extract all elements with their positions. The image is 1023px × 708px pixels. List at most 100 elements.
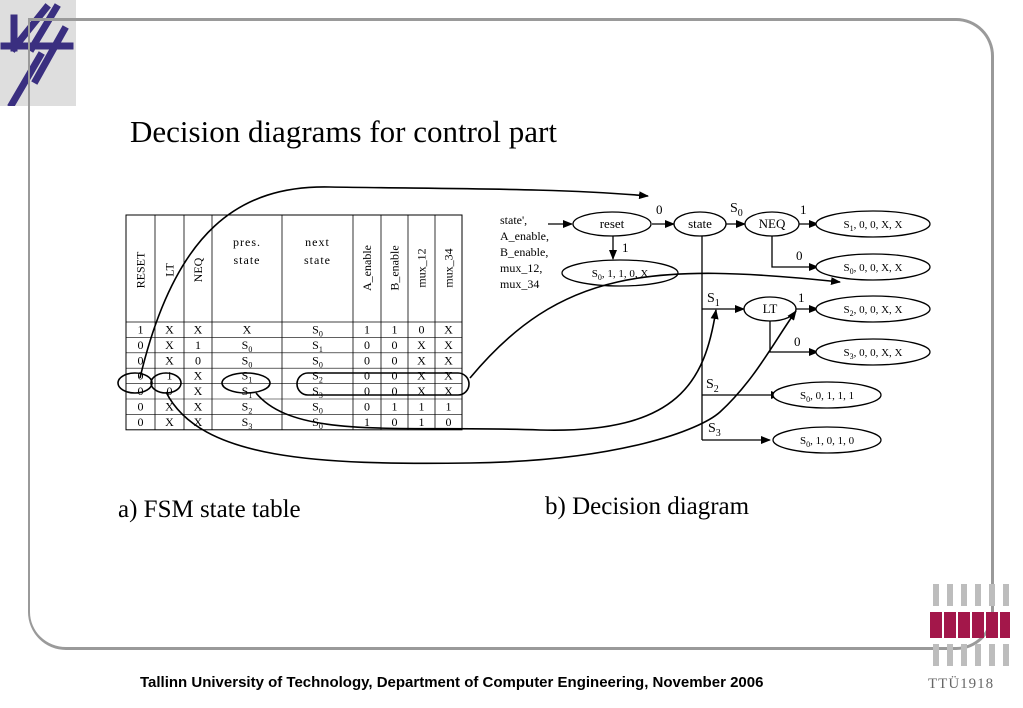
table-cell: X [165, 415, 174, 429]
legend-line: A_enable, [500, 229, 549, 243]
edge-label: 1 [800, 202, 807, 217]
edge-label: 0 [794, 334, 801, 349]
table-cell: 0 [419, 323, 425, 337]
terminal-label: S0, 0, 1, 1, 1 [800, 390, 854, 404]
node-reset [572, 211, 652, 237]
table-header: RESET [134, 251, 148, 288]
terminal-node-t-lt1 [815, 295, 931, 323]
logo-bar [975, 584, 981, 606]
table-header: mux_34 [442, 248, 456, 287]
table-header: LT [163, 263, 177, 277]
highlight-reset-cell [117, 372, 153, 394]
logo-bar [944, 612, 956, 638]
table-cell: X [194, 369, 203, 383]
table-cell: S0 [312, 323, 323, 339]
caption-decision-diagram: b) Decision diagram [545, 493, 750, 520]
node-lt [743, 296, 797, 322]
curve-state-to-s1 [255, 309, 719, 431]
table-cell: 0 [138, 384, 144, 398]
table-header: state [234, 253, 261, 267]
table-header: next [305, 235, 330, 249]
table-cell: X [194, 415, 203, 429]
table-cell: 1 [167, 369, 173, 383]
table-cell: 0 [392, 415, 398, 429]
table-cell: 1 [419, 415, 425, 429]
edge-label-state: S2 [706, 377, 719, 395]
table-cell: 0 [138, 338, 144, 352]
table-cell: X [165, 338, 174, 352]
table-cell: 0 [392, 369, 398, 383]
ttu-logo-text: TTÜ1918 [928, 676, 995, 692]
terminal-nodes: S0, 1, 1, 0, XS1, 0, 0, X, XS0, 0, 0, X,… [561, 210, 931, 454]
caption-state-table: a) FSM state table [118, 496, 301, 523]
table-cell: S2 [242, 400, 253, 416]
logo-bar [933, 584, 939, 606]
legend-line: B_enable, [500, 245, 548, 259]
table-cell: 0 [364, 369, 370, 383]
table-cell: S3 [312, 384, 323, 400]
terminal-label: S0, 1, 0, 1, 0 [800, 435, 855, 449]
node-lt-label: LT [763, 301, 778, 316]
table-cell: 1 [392, 400, 398, 414]
table-cell: X [444, 384, 453, 398]
highlight-pres-state-cell [221, 372, 271, 394]
legend-line: state', [500, 213, 527, 227]
table-cell: X [417, 369, 426, 383]
table-cell: 0 [364, 338, 370, 352]
edge-lt-0 [769, 321, 819, 356]
logo-bar [961, 584, 967, 606]
table-cell: S0 [312, 400, 323, 416]
table-cell: 1 [138, 323, 144, 337]
terminal-label: S0, 1, 1, 0, X [592, 268, 649, 282]
highlight-output-row [296, 372, 470, 396]
logo-bar [933, 644, 939, 666]
table-cell: 1 [446, 400, 452, 414]
table-cell: 1 [195, 338, 201, 352]
table-cell: X [444, 323, 453, 337]
logo-bar [975, 644, 981, 666]
table-cell: 0 [167, 384, 173, 398]
logo-bar [1000, 612, 1010, 638]
table-cell: 1 [392, 323, 398, 337]
edge-neq-0 [771, 236, 819, 271]
slide-title: Decision diagrams for control part [130, 114, 557, 149]
table-cell: 1 [419, 400, 425, 414]
table-cell: 0 [392, 384, 398, 398]
table-cell: S2 [312, 369, 323, 385]
logo-bar [947, 644, 953, 666]
table-cell: S1 [242, 384, 253, 400]
table-cell: S0 [242, 353, 253, 369]
logo-bar [961, 644, 967, 666]
logo-bar [1003, 584, 1009, 606]
table-cell: X [243, 323, 252, 337]
terminal-node-t-s3 [772, 426, 882, 454]
node-reset-label: reset [600, 216, 625, 231]
table-cell: 0 [364, 384, 370, 398]
node-neq [744, 211, 800, 237]
logo-bar [972, 612, 984, 638]
legend-line: mux_12, [500, 261, 542, 275]
table-header: pres. [233, 235, 261, 249]
curve-reset-to-diagram [139, 186, 649, 379]
table-cell: X [417, 353, 426, 367]
table-header: NEQ [191, 257, 205, 282]
table-cell: X [417, 384, 426, 398]
table-cell: 1 [364, 323, 370, 337]
terminal-label: S0, 0, 0, X, X [843, 262, 902, 276]
legend-line: mux_34 [500, 277, 539, 291]
logo-bar [989, 644, 995, 666]
table-cell: 0 [392, 338, 398, 352]
terminal-label: S2, 0, 0, X, X [843, 304, 902, 318]
table-header: B_enable [388, 245, 402, 290]
footer-text: Tallinn University of Technology, Depart… [140, 674, 764, 691]
table-header: mux_12 [415, 248, 429, 287]
curve-output-to-terminal [469, 272, 841, 379]
logo-bar [930, 612, 942, 638]
edge-label: 0 [656, 202, 663, 217]
table-cell: 0 [364, 400, 370, 414]
